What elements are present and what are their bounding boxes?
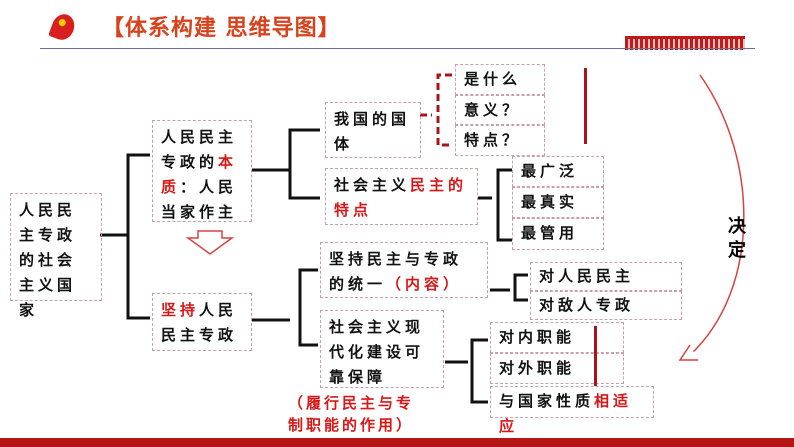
building-icon — [625, 36, 745, 50]
down-arrow-icon — [185, 230, 235, 255]
red-divider — [594, 326, 597, 386]
unity-keyword: （内容） — [386, 275, 463, 293]
essence-box: 人民民主专政的本质：人民当家作主 — [152, 120, 252, 222]
essence-keyword: 本质 — [161, 153, 238, 196]
guoti-box: 我国的国体 — [325, 102, 421, 158]
feature-keyword: 民主的特点 — [334, 176, 468, 219]
footer-bar — [0, 438, 794, 447]
function-match-text: 与国家性质 — [499, 392, 595, 410]
feature-box: 社会主义民主的特点 — [325, 168, 478, 225]
red-divider — [584, 68, 587, 144]
feature-text: 社会主义 — [334, 176, 411, 194]
unity-text: 坚持民主与专政的统一 — [329, 250, 463, 293]
adhere-text: 人民民主专政 — [161, 301, 238, 344]
feature-item: 最真实 — [512, 187, 604, 218]
adhere-box: 坚持人民民主专政 — [152, 293, 252, 351]
guarantee-box: 社会主义现代化建设可靠保障 — [320, 310, 444, 388]
guoti-item: 特点？ — [455, 125, 545, 156]
function-match-keyword: 相适应 — [499, 392, 633, 435]
decide-label: 决定 — [728, 216, 746, 261]
function-item: 对外职能 — [490, 353, 624, 384]
root-box: 人民民主专政的社会主义国家 — [10, 193, 102, 319]
page-title: 【体系构建 思维导图】 — [102, 16, 341, 41]
essence-text-2: ：人民当家作主 — [161, 178, 238, 221]
guoti-item: 是什么 — [455, 64, 545, 95]
feature-item: 最广泛 — [512, 156, 604, 187]
function-match: 与国家性质相适应 — [490, 386, 654, 435]
essence-text: 人民民主专政的 — [161, 128, 238, 171]
unity-item: 对敌人专政 — [530, 291, 682, 320]
annotation-text: （履行民主与专制职能的作用） — [288, 394, 415, 434]
unity-box: 坚持民主与专政的统一（内容） — [320, 242, 488, 298]
feature-item: 最管用 — [512, 218, 604, 250]
function-item: 对内职能 — [490, 322, 624, 353]
adhere-keyword: 坚持 — [161, 301, 200, 319]
guoti-item: 意义？ — [455, 95, 545, 125]
header-divider — [40, 48, 755, 49]
unity-item: 对人民民主 — [530, 262, 682, 291]
